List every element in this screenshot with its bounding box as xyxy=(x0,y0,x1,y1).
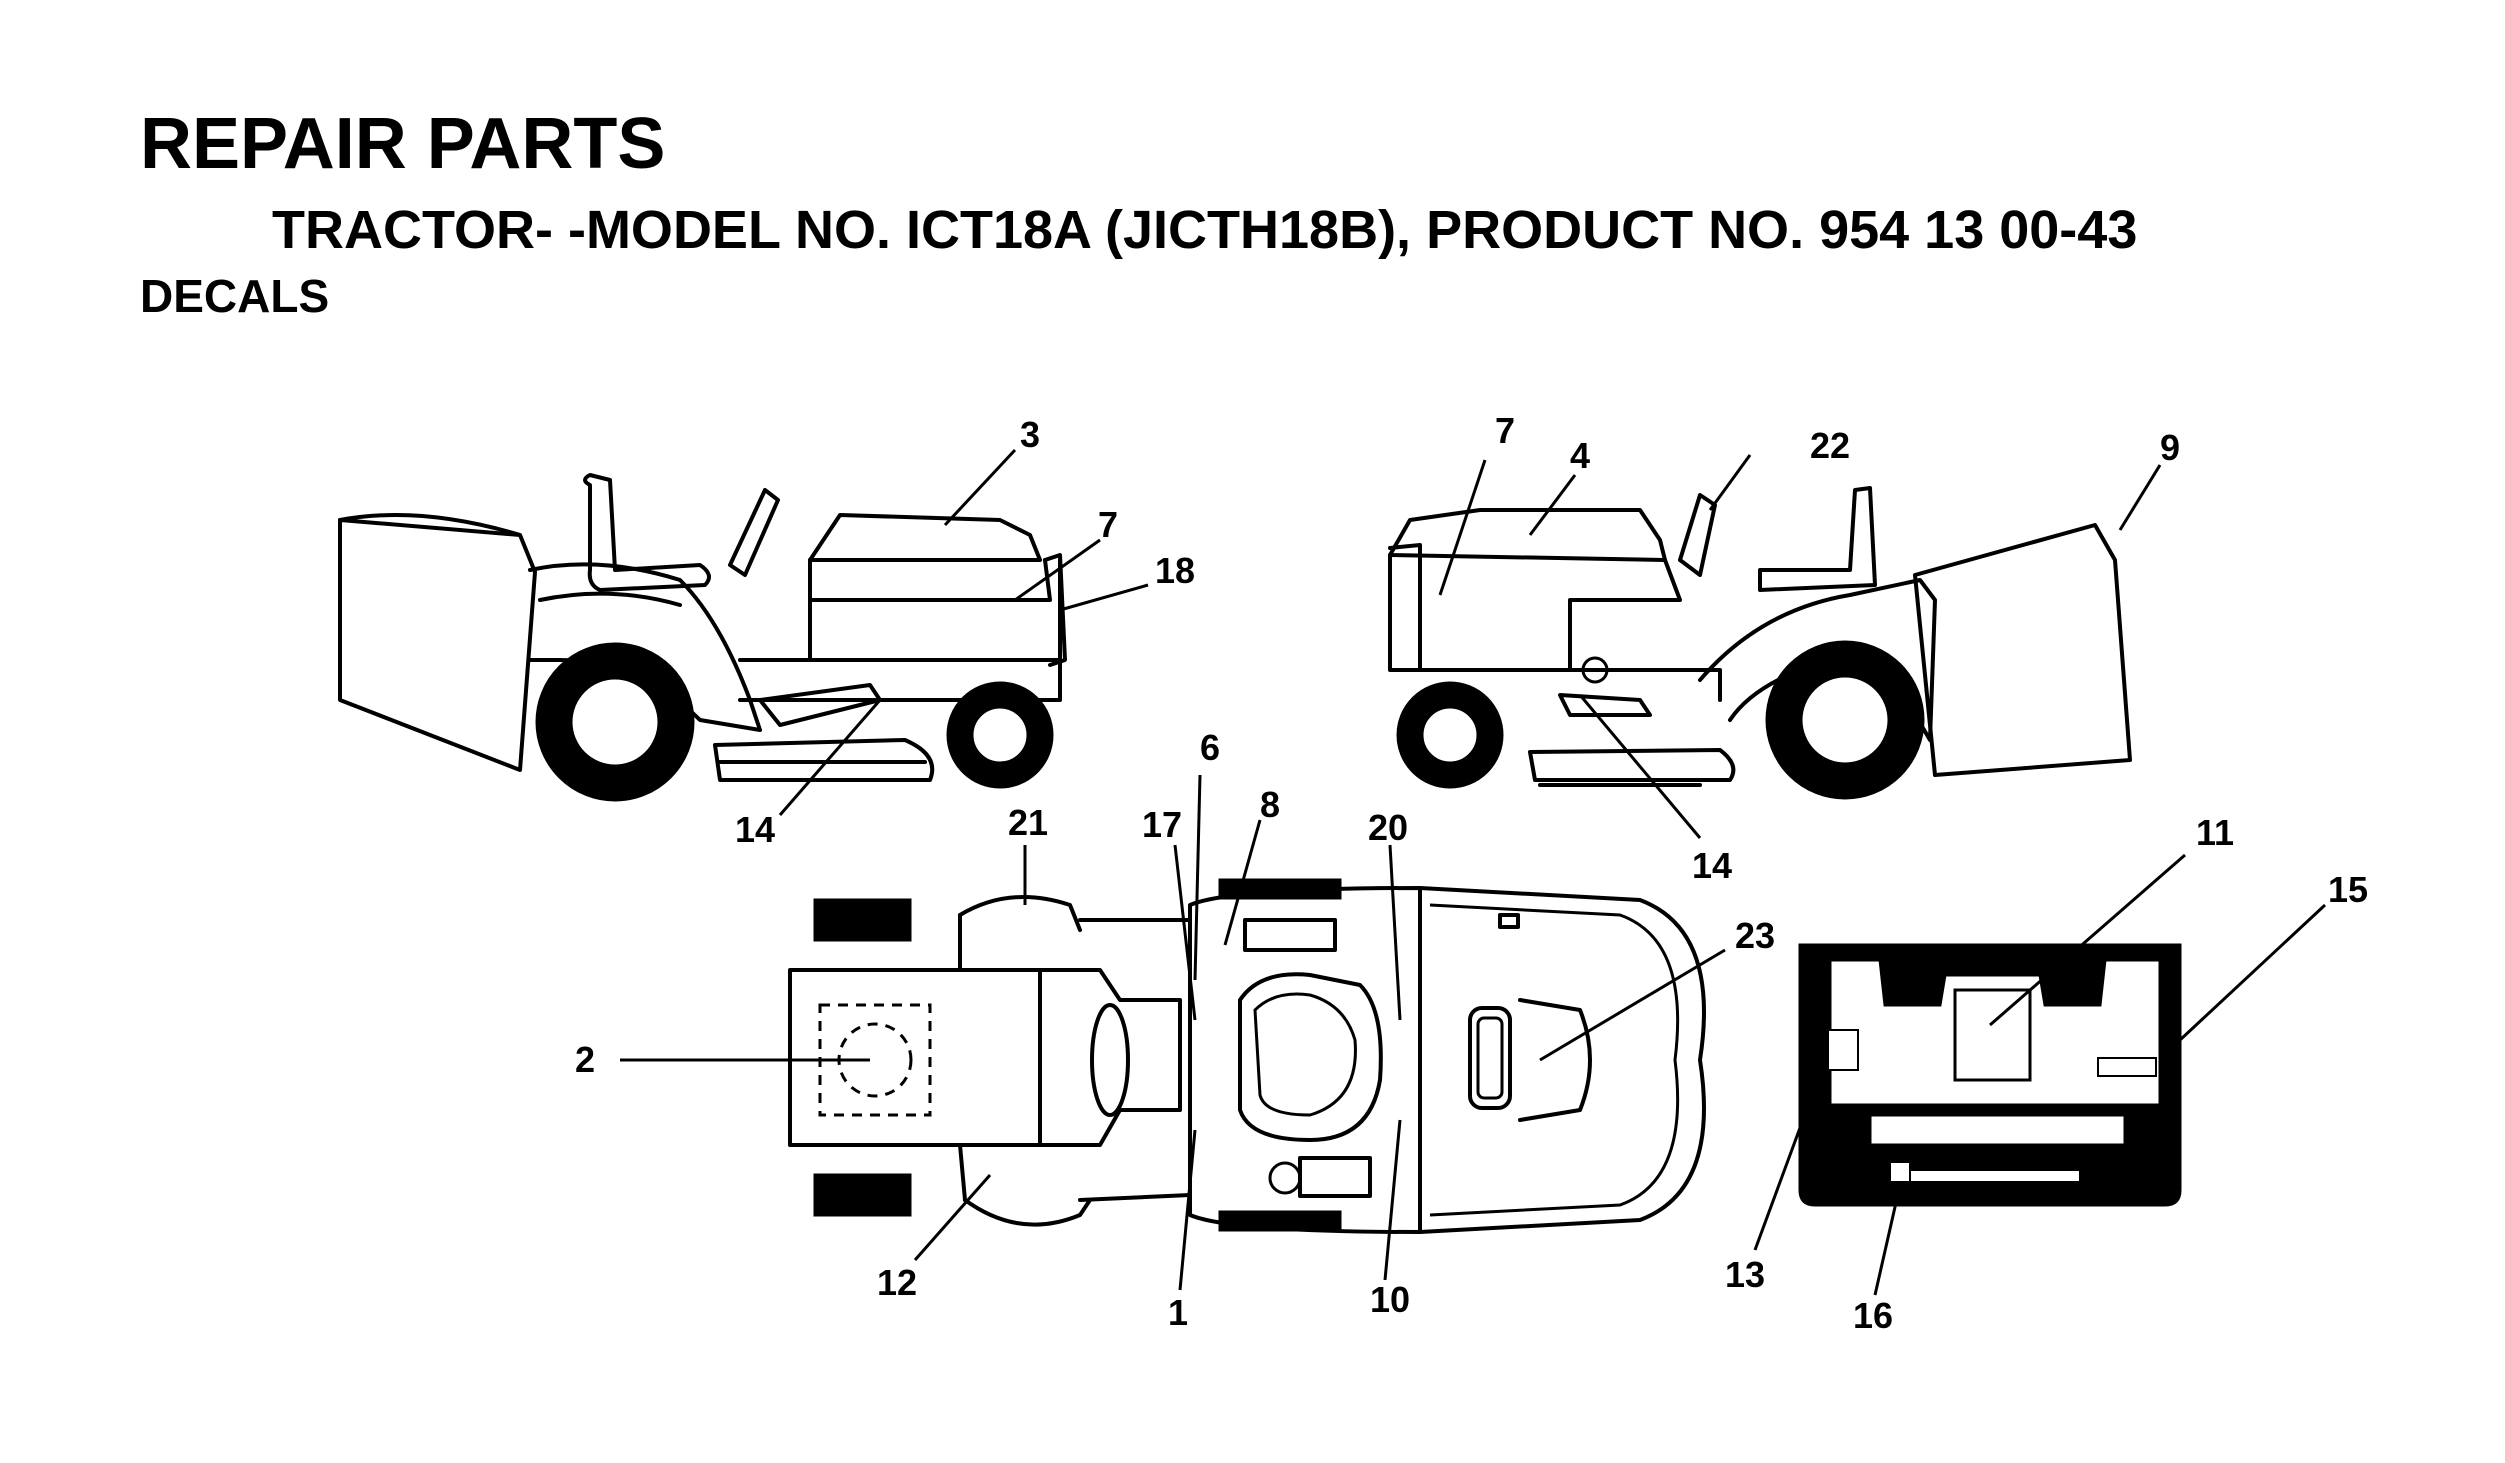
model-subtitle: TRACTOR- -MODEL NO. ICT18A (JICTH18B), P… xyxy=(272,200,2138,260)
callout-14-right: 14 xyxy=(1692,845,1732,886)
callout-11-rear: 11 xyxy=(2196,812,2234,853)
callout-7-right: 7 xyxy=(1495,410,1515,451)
callouts-right-view: 7 4 22 9 14 xyxy=(1495,410,2180,886)
tractor-left-side-view xyxy=(338,473,1067,802)
callout-1-top: 1 xyxy=(1168,1292,1188,1333)
callouts-rear-view: 11 15 13 16 xyxy=(1725,812,2368,1336)
tractor-top-view xyxy=(788,878,1706,1234)
callout-9-right: 9 xyxy=(2160,427,2180,468)
section-heading: DECALS xyxy=(140,270,330,322)
callouts-top-view: 21 17 6 8 20 23 2 12 1 10 xyxy=(575,727,1775,1333)
callout-15-rear: 15 xyxy=(2328,869,2368,910)
callout-12-top: 12 xyxy=(877,1262,917,1303)
callout-18-left: 18 xyxy=(1155,550,1195,591)
callout-7-left: 7 xyxy=(1098,504,1118,545)
page-title: REPAIR PARTS xyxy=(140,104,666,184)
callout-21-top: 21 xyxy=(1008,802,1048,843)
callout-10-top: 10 xyxy=(1370,1279,1410,1320)
callout-2-top: 2 xyxy=(575,1039,595,1080)
callout-23-top: 23 xyxy=(1735,915,1775,956)
callout-17-top: 17 xyxy=(1142,804,1182,845)
callout-16-rear: 16 xyxy=(1853,1295,1893,1336)
callouts-left-view: 3 7 18 14 xyxy=(735,414,1195,850)
callout-6-top: 6 xyxy=(1200,727,1220,768)
leader-lines xyxy=(620,448,2327,1296)
callout-3-left: 3 xyxy=(1020,414,1040,455)
tractor-right-side-view xyxy=(1388,486,2132,800)
callout-22-right: 22 xyxy=(1810,425,1850,466)
callout-4-right: 4 xyxy=(1570,435,1590,476)
callout-14-left: 14 xyxy=(735,809,775,850)
callout-8-top: 8 xyxy=(1260,784,1280,825)
callout-20-top: 20 xyxy=(1368,807,1408,848)
callout-13-rear: 13 xyxy=(1725,1254,1765,1295)
tractor-rear-view xyxy=(1798,943,2182,1207)
